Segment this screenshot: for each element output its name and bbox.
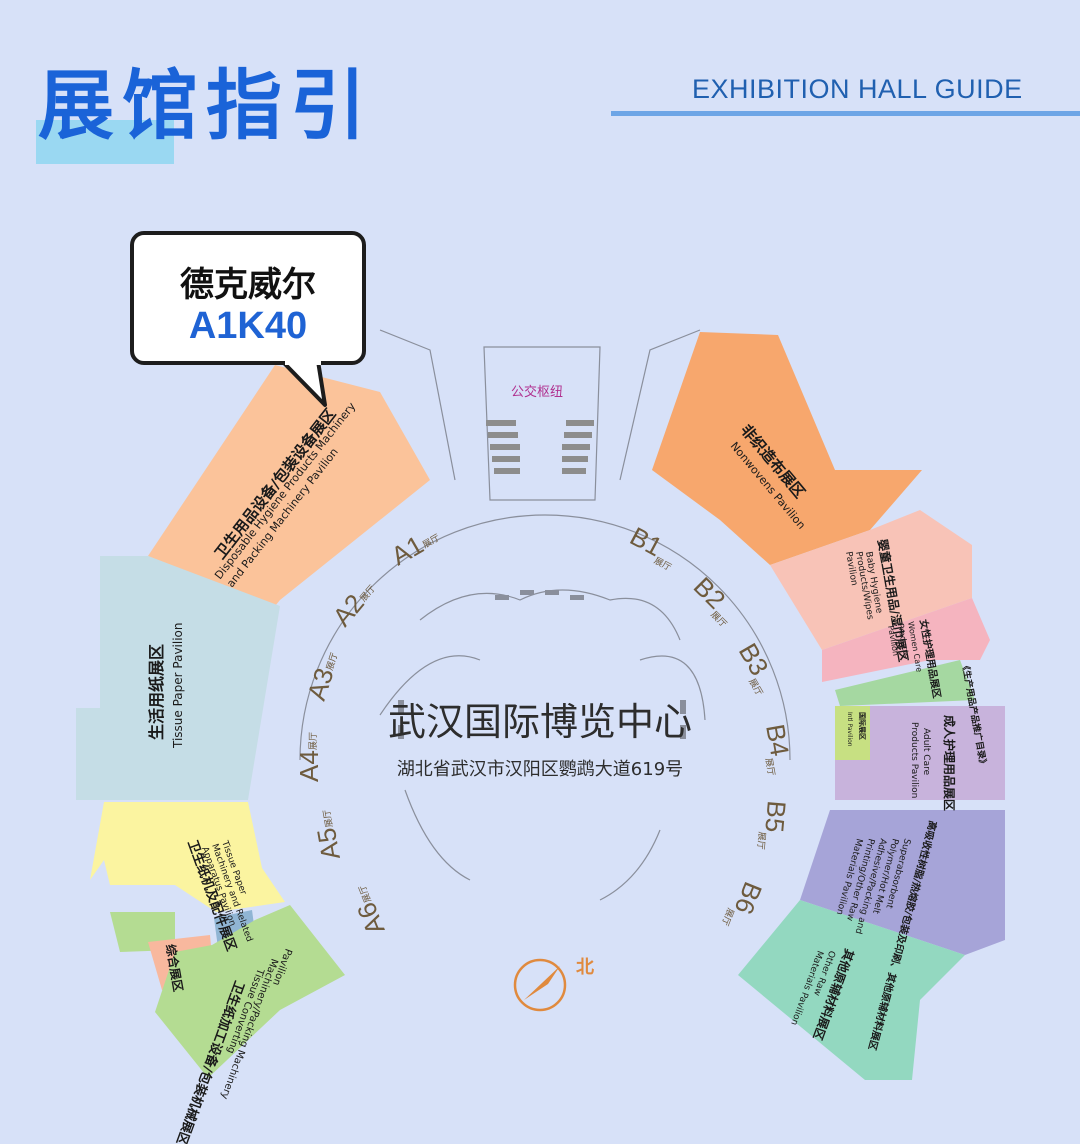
zone-b3b-catalog[interactable] — [835, 660, 975, 706]
title-highlight-bar — [36, 120, 174, 164]
page-subtitle: EXHIBITION HALL GUIDE — [692, 74, 1023, 104]
zone-b4-en2: Products Pavilion — [909, 722, 919, 798]
hall-b2-id[interactable]: B2 — [688, 571, 732, 615]
callout-booth-number: A1K40 — [188, 305, 308, 347]
hall-a4-id[interactable]: A4 — [294, 750, 324, 782]
hall-a1-id[interactable]: A1 — [386, 529, 429, 571]
zone-b4-en1: Adult Care — [921, 728, 931, 776]
zone-b4b-small[interactable] — [835, 706, 870, 760]
compass-icon: 北 — [513, 957, 594, 1012]
hall-b3-id[interactable]: B3 — [733, 638, 775, 681]
inner-dashes — [398, 590, 686, 739]
zone-a2-label: 生活用纸展区 — [147, 644, 166, 740]
transit-stripes — [486, 420, 594, 474]
hall-a5-id[interactable]: A5 — [311, 826, 346, 863]
zone-b2-baby-hygiene[interactable] — [770, 510, 972, 650]
zone-b3-women-care[interactable] — [822, 598, 990, 682]
hall-b6-suffix: 展厅 — [719, 906, 736, 927]
zone-a2-en1: Tissue Paper Pavilion — [171, 622, 185, 749]
hall-b1-suffix: 展厅 — [652, 555, 673, 573]
zone-a3-tissue-machinery[interactable] — [90, 802, 285, 912]
hall-a3-suffix: 展厅 — [324, 651, 340, 672]
page-title: 展馆指引 — [38, 61, 374, 150]
zone-b4b-en1: Intl Pavilion — [846, 712, 853, 747]
booth-callout: 德克威尔 A1K40 — [130, 231, 366, 365]
hall-a5-suffix: 展厅 — [321, 809, 335, 829]
compass-north-label: 北 — [576, 957, 594, 978]
hall-a6-suffix: 展厅 — [357, 883, 374, 904]
hall-b5-suffix: 展厅 — [755, 831, 768, 850]
zone-b6-other-materials[interactable] — [738, 900, 965, 1080]
center-name: 武汉国际博览中心 — [388, 700, 692, 744]
zone-a1-hygiene-machinery[interactable] — [148, 365, 430, 606]
zone-b4-adult-care[interactable] — [835, 706, 1005, 800]
hall-a1-suffix: 展厅 — [421, 532, 442, 551]
callout-company: 德克威尔 — [180, 265, 316, 305]
hall-b5-id[interactable]: B5 — [759, 799, 792, 833]
transit-hub-label: 公交枢纽 — [511, 384, 563, 400]
hall-b1-id[interactable]: B1 — [625, 521, 667, 562]
zone-b4-label: 成人护理用品展区 — [942, 715, 957, 811]
hall-a4-suffix: 展厅 — [308, 732, 319, 750]
center-address: 湖北省武汉市汉阳区鹦鹉大道619号 — [397, 759, 683, 780]
hall-b4-suffix: 展厅 — [763, 757, 777, 777]
zone-b5-materials[interactable] — [800, 810, 1005, 955]
subtitle-underline — [611, 111, 1080, 116]
zone-a2-tissue-paper[interactable] — [76, 556, 280, 800]
zone-a4-converting[interactable] — [155, 905, 345, 1078]
hall-b4-id[interactable]: B4 — [760, 722, 795, 759]
building-outline — [299, 329, 791, 901]
zone-b1-nonwovens[interactable] — [652, 332, 922, 565]
hall-a6-id[interactable]: A6 — [351, 898, 391, 939]
zone-b4b-label: 国际展区 — [858, 712, 867, 740]
callout-pointer-join — [285, 357, 321, 365]
hall-b3-suffix: 展厅 — [746, 677, 765, 698]
